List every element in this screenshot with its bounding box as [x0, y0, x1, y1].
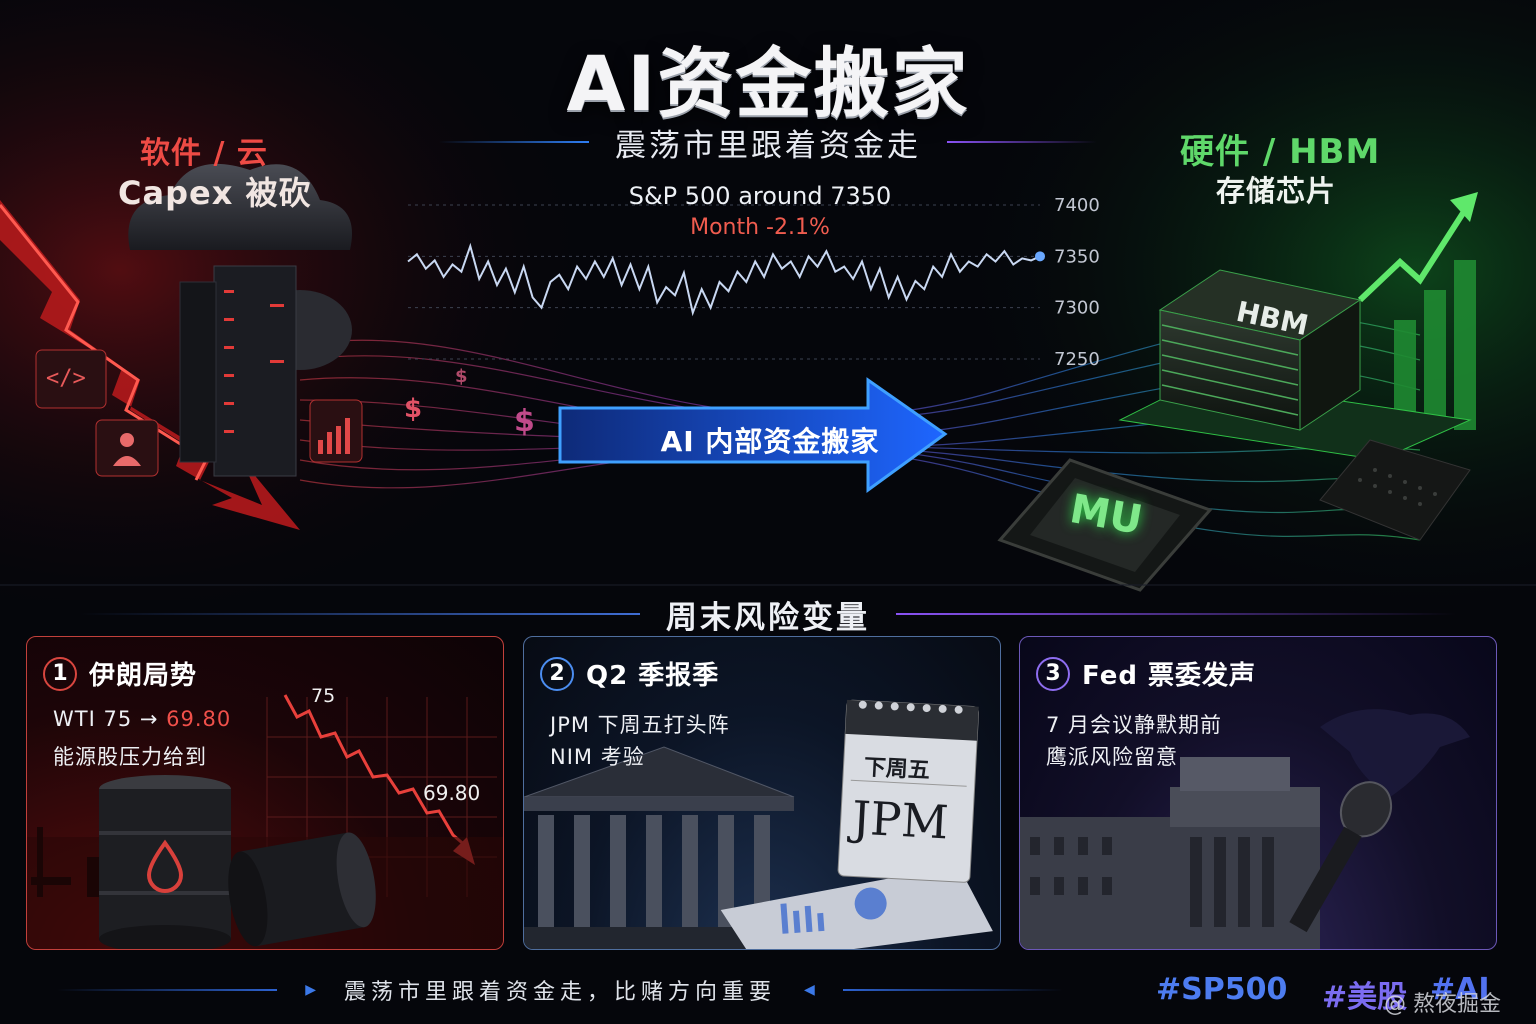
footer-text: 震荡市里跟着资金走，比赌方向重要 — [343, 980, 776, 1005]
card-line-wti: WTI 75 → 69.80 — [53, 707, 231, 731]
chart-y-tick-label: 7350 — [1054, 246, 1100, 267]
card-line-2: NIM 考验 — [550, 745, 645, 769]
right-panel-title: 硬件 / HBM — [1180, 132, 1381, 172]
fed-building-art — [1020, 709, 1470, 949]
footer-right-line — [842, 989, 1063, 991]
footer-row: ▶ 震荡市里跟着资金走，比赌方向重要 ◀ — [0, 972, 1120, 1008]
card-header: 2 Q2 季报季 — [540, 655, 719, 692]
chart-y-tick-label: 7400 — [1054, 195, 1100, 216]
wti-prefix: WTI 75 → — [53, 707, 159, 731]
arrow-right-icon: ▶ — [305, 982, 316, 998]
flow-arrow-label: AI 内部资金搬家 — [660, 425, 880, 458]
watermark: @ 熬夜掘金 — [1384, 992, 1501, 1017]
sp500-line-chart: 7400 7350 7300 7250 — [407, 195, 1100, 370]
card-title: 伊朗局势 — [89, 661, 198, 691]
chart-end-label: 69.80 — [423, 781, 481, 805]
dollar-icon: $ — [514, 404, 535, 439]
subtitle-row: 震荡市里跟着资金走 — [0, 122, 1536, 164]
card-number-badge: 2 — [540, 656, 574, 691]
chart-y-tick-label: 7300 — [1054, 298, 1100, 319]
risk-card-iran: 1 伊朗局势 WTI 75 → 69.80 能源股压力给到 75 69.80 — [26, 636, 504, 950]
risk-right-line — [896, 613, 1456, 615]
hbm-chip-label: HBM — [1233, 294, 1312, 343]
chart-y-tick-label: 7250 — [1054, 349, 1100, 370]
hashtag-us-stocks[interactable]: #美股 — [1322, 980, 1408, 1015]
risk-card-fed: 3 Fed 票委发声 7 月会议静默期前 鹰派风险留意 — [1019, 636, 1497, 950]
hashtag-ai[interactable]: #AI — [1430, 972, 1490, 1007]
card-title: Fed 票委发声 — [1082, 661, 1257, 691]
chart-change: Month -2.1% — [690, 215, 830, 240]
risk-section-header: 周末风险变量 — [0, 592, 1536, 636]
bank-calendar-art — [524, 699, 993, 949]
dollar-icon: $ — [404, 394, 423, 424]
wti-value: 69.80 — [166, 707, 232, 731]
card-number-badge: 1 — [43, 656, 77, 691]
right-panel-subtitle: 存储芯片 — [1216, 174, 1337, 208]
chart-grid — [408, 204, 1040, 360]
footer-left-line — [57, 989, 278, 991]
risk-left-line — [80, 613, 640, 615]
oil-barrels-art — [27, 694, 503, 949]
card-header: 1 伊朗局势 — [43, 655, 197, 692]
card-line-2: 能源股压力给到 — [53, 745, 207, 769]
risk-card-earnings: 2 Q2 季报季 JPM 下周五打头阵 NIM 考验 下周五 JPM — [523, 636, 1001, 950]
left-panel-title: 软件 / 云 — [140, 136, 268, 171]
left-panel-subtitle: Capex 被砍 — [118, 174, 312, 212]
subtitle: 震荡市里跟着资金走 — [615, 127, 921, 164]
risk-section-title: 周末风险变量 — [666, 599, 870, 636]
mu-chip-label: MU — [1066, 486, 1146, 544]
main-title: AI资金搬家 — [566, 39, 970, 128]
dollar-icon: $ — [455, 366, 468, 387]
calendar-header: 下周五 — [863, 755, 931, 784]
subtitle-left-line — [439, 141, 589, 143]
card-title: Q2 季报季 — [586, 661, 720, 691]
card-line-1: JPM 下周五打头阵 — [550, 713, 730, 737]
chart-start-label: 75 — [311, 685, 336, 707]
code-icon: </> — [46, 366, 86, 391]
subtitle-right-line — [947, 141, 1097, 143]
card-header: 3 Fed 票委发声 — [1036, 655, 1256, 692]
card-line-2: 鹰派风险留意 — [1046, 745, 1178, 769]
chart-series-line — [407, 242, 1041, 317]
card-number-badge: 3 — [1036, 656, 1070, 691]
chart-last-point — [1035, 251, 1045, 262]
chart-y-ticks: 7400 7350 7300 7250 — [1054, 195, 1100, 370]
hashtag-sp500[interactable]: #SP500 — [1156, 972, 1288, 1007]
arrow-left-icon: ◀ — [804, 982, 815, 998]
calendar-main: JPM — [850, 790, 950, 850]
card-line-1: 7 月会议静默期前 — [1046, 713, 1223, 737]
